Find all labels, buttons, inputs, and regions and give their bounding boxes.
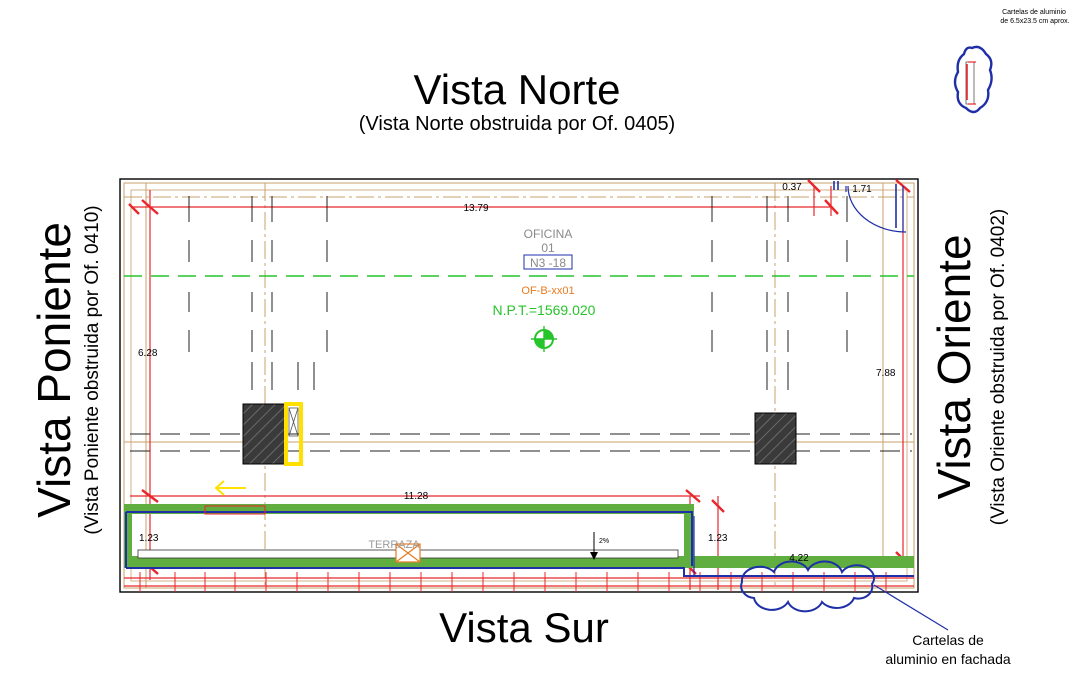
facade-cartelas-cloud <box>740 560 875 613</box>
room-level-tag: N3 -18 <box>530 256 566 270</box>
level-target-icon <box>531 326 557 352</box>
west-view-title: Vista Poniente <box>28 222 80 518</box>
east-view-subtitle: (Vista Oriente obstruida por Of. 0402) <box>988 209 1009 525</box>
cartelas-fachada-note-1: Cartelas de <box>912 632 984 648</box>
slope-label: 2% <box>599 538 609 545</box>
dim-right-height: 7.88 <box>876 368 896 379</box>
dim-terrace-length: 11.28 <box>404 491 429 502</box>
floor-level: N.P.T.=1569.020 <box>493 302 596 318</box>
dim-terrace-left: 1.23 <box>139 533 159 544</box>
west-view-subtitle: (Vista Poniente obstruida por Of. 0410) <box>82 205 103 534</box>
east-view-title: Vista Oriente <box>928 234 980 499</box>
top-right-markers <box>833 181 897 228</box>
terrace-area <box>124 504 914 577</box>
cartelas-fachada-note-2: aluminio en fachada <box>885 651 1011 667</box>
dim-terrace-right: 1.23 <box>708 533 728 544</box>
shaft-highlight <box>284 402 303 466</box>
door-swing <box>845 185 907 233</box>
dim-top-right-b: 1.71 <box>852 184 872 195</box>
walls-and-dimensions <box>124 186 914 590</box>
room-name: OFICINA <box>524 227 573 241</box>
dim-top-right-a: 0.37 <box>782 182 802 193</box>
column-east <box>754 412 797 465</box>
north-view-subtitle: (Vista Norte obstruida por Of. 0405) <box>359 113 675 135</box>
dim-bottom-right: 4.22 <box>789 553 809 564</box>
terrace-label: TERRAZA <box>368 539 420 551</box>
cartelas-detail-note: Cartelas de aluminio de 6.5x23.5 cm apro… <box>1000 9 1069 25</box>
dim-top-length: 13.79 <box>463 203 488 214</box>
room-code: OF-B-xx01 <box>521 285 574 297</box>
cartela-detail-cloud <box>953 45 993 114</box>
arrow-icon <box>214 480 246 496</box>
dimension-ticks <box>128 179 911 575</box>
slope-arrow-icon <box>590 552 598 560</box>
structural-axes <box>124 183 914 588</box>
plan-outline <box>119 178 919 593</box>
room-level-box <box>523 254 573 270</box>
cartelas-detail-note-text-2: de 6.5x23.5 cm aprox. <box>1000 18 1069 25</box>
south-view-title: Vista Sur <box>439 604 609 651</box>
cartelas-detail-note-text: Cartelas de aluminio <box>1002 9 1066 16</box>
facade-mullions <box>139 572 887 592</box>
north-view-title: Vista Norte <box>414 66 621 113</box>
facade-note-leader <box>873 584 949 631</box>
dim-left-height: 6.28 <box>138 348 158 359</box>
column-west <box>242 403 286 465</box>
room-number: 01 <box>541 241 555 255</box>
